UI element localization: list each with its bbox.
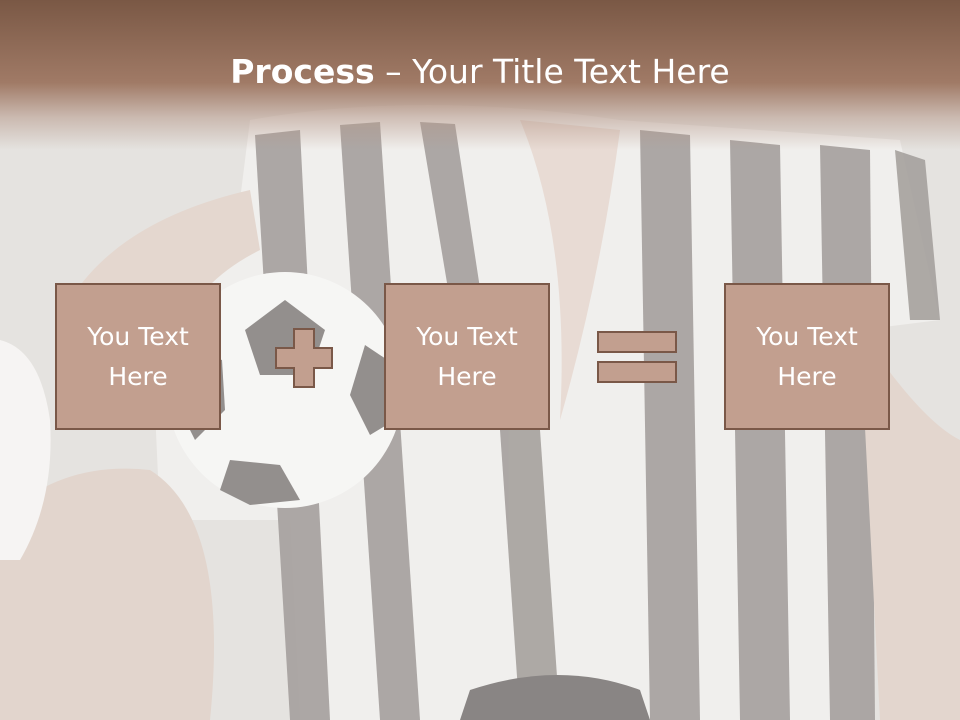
process-box-3-label: You Text Here	[756, 321, 858, 391]
plus-icon	[275, 328, 333, 388]
slide-title-bold: Process	[230, 52, 375, 91]
process-box-1[interactable]: You Text Here	[55, 283, 221, 430]
process-box-2-label: You Text Here	[416, 321, 518, 391]
slide-title-rest: – Your Title Text Here	[374, 52, 730, 91]
process-box-1-label: You Text Here	[87, 321, 189, 391]
process-box-2[interactable]: You Text Here	[384, 283, 550, 430]
equals-icon	[597, 331, 677, 383]
process-box-3[interactable]: You Text Here	[724, 283, 890, 430]
slide-title: Process – Your Title Text Here	[0, 52, 960, 91]
title-bar	[0, 0, 960, 150]
